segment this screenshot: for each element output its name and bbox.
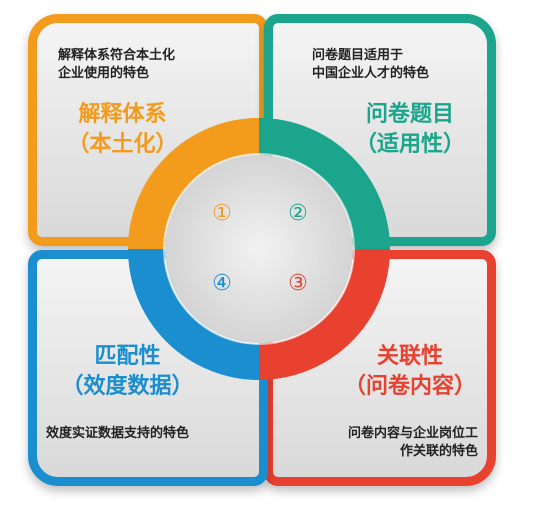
quadrant-4-title-line-1: 匹配性 xyxy=(94,344,161,369)
quadrant-2-description: 问卷题目适用于 中国企业人才的特色 xyxy=(312,47,482,83)
quadrant-3-description-line-1: 问卷内容与企业岗位工 xyxy=(347,426,478,441)
ring-arc-orange xyxy=(128,118,260,250)
quadrant-3-title-line-1: 关联性 xyxy=(376,344,443,369)
ring-inner-highlight xyxy=(163,153,355,345)
number-badge-4: ④ xyxy=(212,271,232,296)
quadrant-3-title: 关联性 （问卷内容） xyxy=(325,342,495,402)
quadrant-3-description-line-2: 作关联的特色 xyxy=(399,444,478,459)
quadrant-4-title-line-2: （效度数据） xyxy=(61,374,194,399)
quadrant-2-description-line-1: 问卷题目适用于 xyxy=(312,48,404,63)
quadrant-1-description-line-1: 解释体系符合本土化 xyxy=(58,48,176,63)
quadrant-1-description: 解释体系符合本土化 企业使用的特色 xyxy=(58,47,248,83)
ring-arc-red xyxy=(258,248,390,380)
quadrant-4-title: 匹配性 （效度数据） xyxy=(45,342,210,402)
quadrant-1-description-line-2: 企业使用的特色 xyxy=(58,66,150,81)
quadrant-1-title-line-1: 解释体系 xyxy=(78,102,167,127)
quadrant-3-title-line-2: （问卷内容） xyxy=(343,374,476,399)
number-badge-1: ① xyxy=(212,201,232,226)
quadrant-2-description-line-2: 中国企业人才的特色 xyxy=(312,66,430,81)
ring-arc-blue xyxy=(128,248,260,380)
quadrant-2-title-line-1: 问卷题目 xyxy=(365,102,454,127)
quadrant-4-description-line-1: 效度实证数据支持的特色 xyxy=(46,426,190,441)
quadrant-2-title: 问卷题目 （适用性） xyxy=(330,100,490,160)
number-badge-2: ② xyxy=(288,201,308,226)
quadrant-2-title-line-2: （适用性） xyxy=(354,132,465,157)
number-badge-3: ③ xyxy=(288,271,308,296)
quadrant-1-title-line-2: （本土化） xyxy=(67,132,178,157)
ring-arc-teal xyxy=(258,118,390,250)
quadrant-1-title: 解释体系 （本土化） xyxy=(40,100,205,160)
quadrant-4-description: 效度实证数据支持的特色 xyxy=(46,425,246,443)
ring-inner-fill xyxy=(165,155,353,343)
quadrant-3-description: 问卷内容与企业岗位工 作关联的特色 xyxy=(300,425,478,461)
